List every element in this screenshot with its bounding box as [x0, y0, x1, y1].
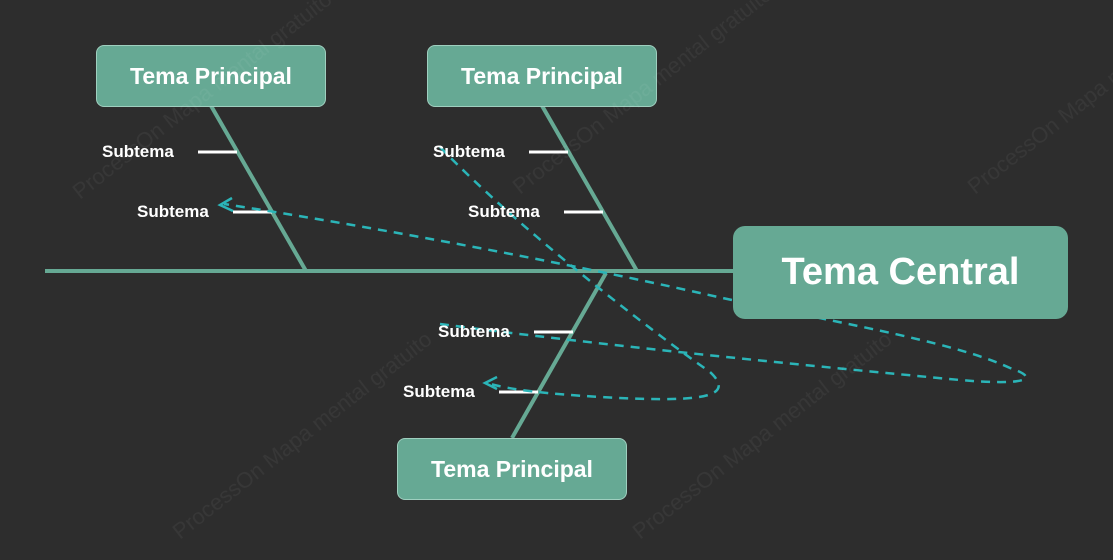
subtopic-label[interactable]: Subtema: [403, 382, 475, 401]
subtopic-label[interactable]: Subtema: [137, 202, 209, 221]
main-topic-node-1[interactable]: Tema Principal: [96, 45, 326, 107]
main-topic-node-2[interactable]: Tema Principal: [427, 45, 657, 107]
relation-curve-2: [223, 202, 1028, 384]
bone-line-2: [539, 103, 639, 272]
main-topic-node-3[interactable]: Tema Principal: [397, 438, 627, 500]
arrowhead-icon: [482, 375, 498, 391]
subtopic-label[interactable]: Subtema: [433, 142, 505, 161]
subtopic-label[interactable]: Subtema: [102, 142, 174, 161]
arrowhead-icon: [217, 196, 234, 213]
central-topic-node[interactable]: Tema Central: [733, 226, 1068, 319]
subtopic-label[interactable]: Subtema: [468, 202, 540, 221]
relation-curve-1: [439, 146, 720, 401]
subtopic-label[interactable]: Subtema: [438, 322, 510, 341]
bone-line-3: [510, 272, 608, 439]
bone-line-1: [208, 103, 308, 272]
